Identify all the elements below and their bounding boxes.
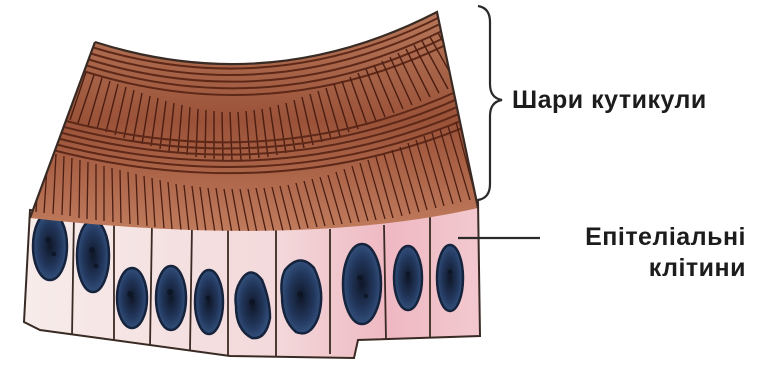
epithelial-cells-label: Епітеліальні клітини (585, 222, 746, 283)
cuticle-layers (30, 10, 478, 233)
nucleus (195, 270, 223, 334)
cuticle-bracket (478, 6, 502, 200)
epithelial-label-line1: Епітеліальні (585, 222, 746, 253)
nucleus (343, 244, 381, 324)
nucleus (437, 245, 463, 311)
epithelial-label-line2: клітини (585, 253, 746, 284)
cuticle-layers-label: Шари кутикули (512, 88, 707, 113)
nucleus (394, 246, 422, 310)
nucleus (33, 212, 67, 280)
nucleus (281, 260, 321, 333)
nucleus (117, 268, 147, 328)
nucleus (156, 266, 186, 330)
nucleus (77, 220, 109, 292)
